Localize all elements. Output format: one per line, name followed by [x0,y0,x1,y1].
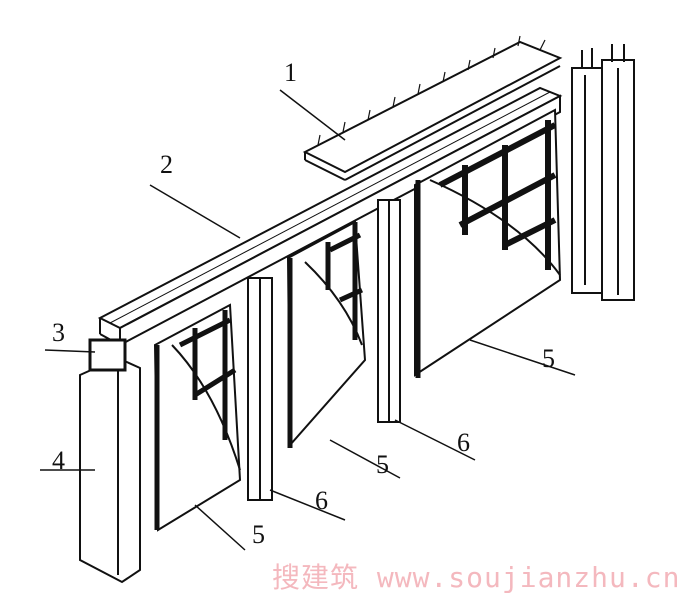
slab [302,35,563,181]
corner-column [79,338,141,584]
column-right [377,199,401,423]
label-6: 6 [457,428,470,457]
beam [97,86,563,347]
panel-right [414,108,562,378]
column-left [247,277,273,501]
label-3: 3 [52,318,65,347]
label-5: 5 [542,344,555,373]
label-5: 5 [376,450,389,479]
label-2: 2 [160,150,173,179]
panel-left [153,303,242,532]
watermark: 搜建筑 www.soujianzhu.cn [272,561,681,594]
label-1: 1 [284,58,297,87]
end-column [571,44,635,301]
label-5: 5 [252,520,265,549]
label-6: 6 [315,486,328,515]
label-4: 4 [52,446,65,475]
leader-lines [40,89,576,551]
panel-mid [286,220,367,448]
